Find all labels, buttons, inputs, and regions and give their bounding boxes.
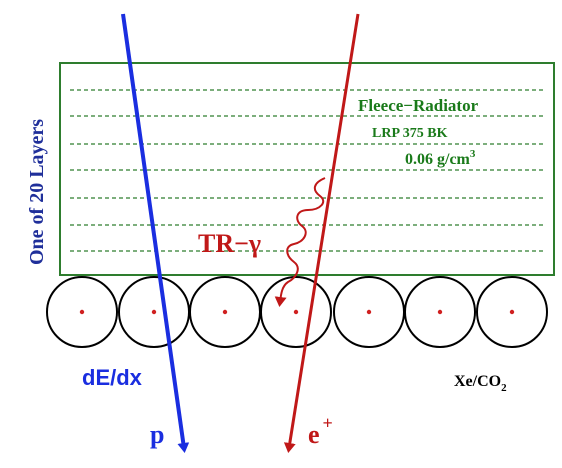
straw-tube <box>476 276 548 348</box>
positron-label-charge: + <box>323 413 333 433</box>
radiator-name: Fleece−Radiator <box>358 96 479 115</box>
positron-label: e+ <box>308 413 333 449</box>
radiator-material: LRP 375 BK <box>372 126 448 141</box>
straw-tube <box>46 276 118 348</box>
gas-label-subscript: 2 <box>501 382 507 394</box>
anode-wire <box>437 309 443 315</box>
radiator-density-value: 0.06 g/cm <box>405 151 471 168</box>
straw-tube <box>404 276 476 348</box>
radiator-density-exponent: 3 <box>470 148 476 160</box>
anode-wire <box>366 309 372 315</box>
proton-label: p <box>150 420 164 449</box>
side-label: One of 20 Layers <box>26 119 48 265</box>
anode-wire <box>509 309 515 315</box>
radiator-density: 0.06 g/cm3 <box>405 148 476 168</box>
dedx-label: dE/dx <box>82 365 143 390</box>
tr-photon-path <box>274 177 326 307</box>
positron-track <box>283 13 360 453</box>
anode-wire <box>222 309 228 315</box>
gas-label: Xe/CO2 <box>454 373 507 394</box>
anode-wire <box>151 309 157 315</box>
tr-label: TR−γ <box>198 229 261 258</box>
proton-track <box>121 13 190 453</box>
anode-wire <box>79 309 85 315</box>
straw-tube <box>260 276 332 348</box>
radiator-box <box>59 62 555 276</box>
straw-tubes <box>46 276 548 348</box>
anode-wires <box>79 309 515 315</box>
anode-wire <box>293 309 299 315</box>
positron-label-letter: e <box>308 420 320 449</box>
gas-label-base: Xe/CO <box>454 373 501 390</box>
